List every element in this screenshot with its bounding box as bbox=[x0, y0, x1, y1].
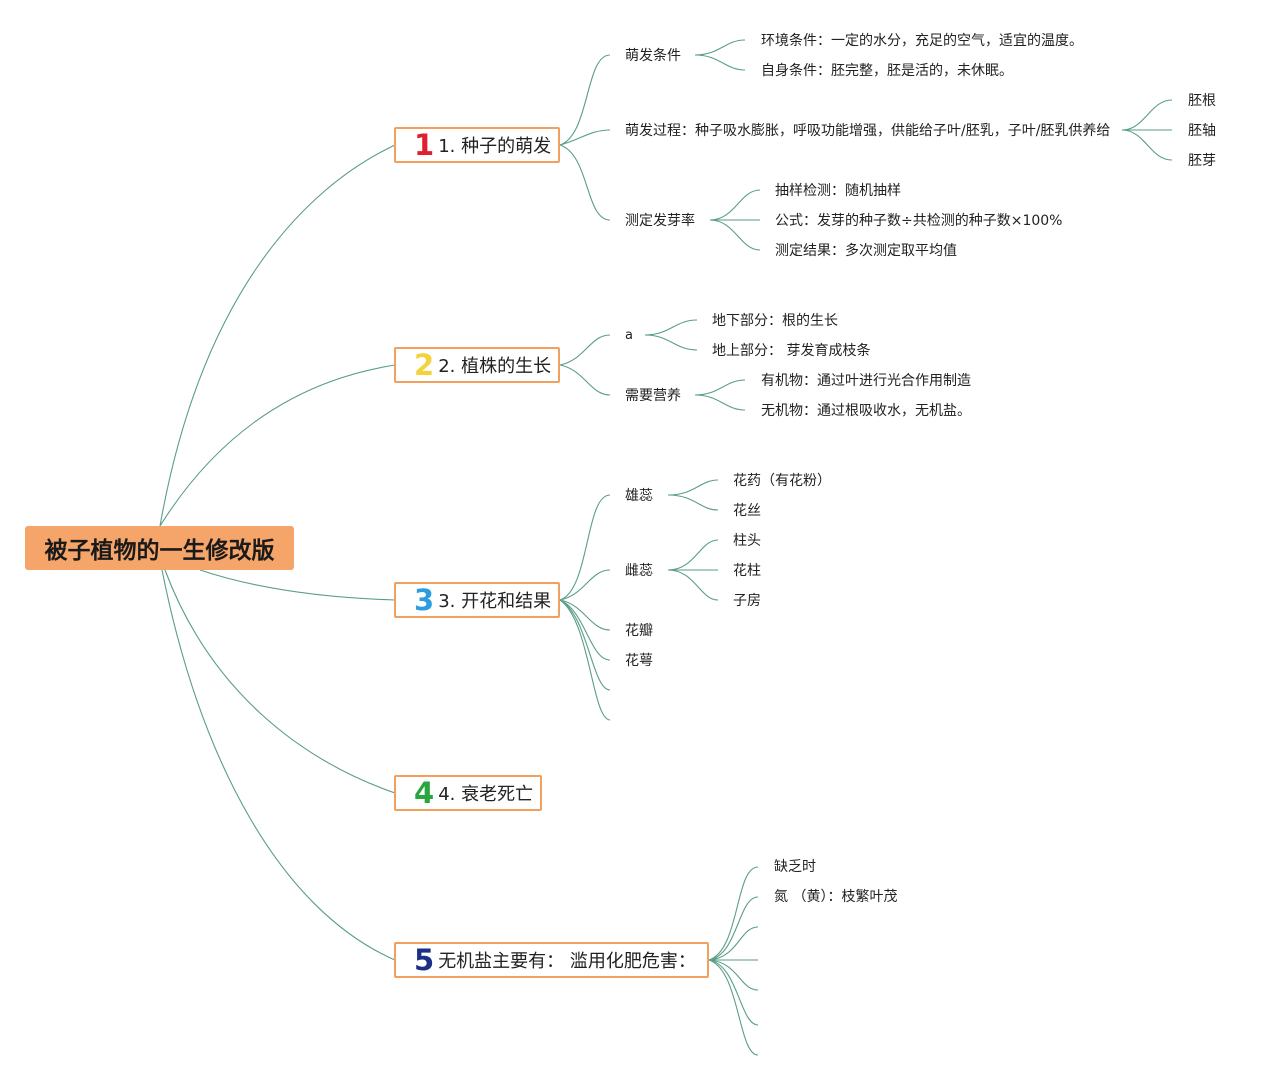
number-4-icon: 4 bbox=[414, 775, 435, 810]
subtopic-germination-conditions[interactable]: 萌发条件 bbox=[625, 48, 681, 64]
subtopic-stamen[interactable]: 雄蕊 bbox=[625, 488, 653, 504]
leaf-stigma[interactable]: 柱头 bbox=[733, 533, 761, 549]
link-root-b3 bbox=[199, 569, 396, 601]
subtopic-sepal[interactable]: 花萼 bbox=[625, 653, 653, 669]
leaf-plumule[interactable]: 胚芽 bbox=[1188, 153, 1216, 169]
leaf-underground[interactable]: 地下部分：根的生长 bbox=[712, 313, 838, 329]
subtopic-nitrogen[interactable]: 氮 （黄）：枝繁叶茂 bbox=[774, 889, 898, 905]
leaf-organic[interactable]: 有机物：通过叶进行光合作用制造 bbox=[761, 373, 971, 389]
branch-5-topic[interactable]: 5 无机盐主要有： 滥用化肥危害： bbox=[394, 942, 709, 978]
branch-2-topic[interactable]: 2 2. 植株的生长 bbox=[394, 347, 560, 383]
leaf-radicle[interactable]: 胚根 bbox=[1188, 93, 1216, 109]
branch-1-label: 1. 种子的萌发 bbox=[438, 136, 552, 157]
leaf-environment-conditions[interactable]: 环境条件：一定的水分，充足的空气，适宜的温度。 bbox=[761, 33, 1083, 49]
leaf-result[interactable]: 测定结果：多次测定取平均值 bbox=[775, 243, 957, 259]
branch-2-label: 2. 植株的生长 bbox=[438, 356, 552, 377]
subtopic-germination-process[interactable]: 萌发过程：种子吸水膨胀，呼吸功能增强，供能给子叶/胚乳，子叶/胚乳供养给 bbox=[625, 123, 1111, 139]
subtopic-a[interactable]: a bbox=[625, 328, 633, 343]
leaf-self-conditions[interactable]: 自身条件：胚完整，胚是活的，未休眠。 bbox=[761, 63, 1013, 79]
subtopic-nutrients[interactable]: 需要营养 bbox=[625, 388, 681, 404]
number-5-icon: 5 bbox=[414, 942, 435, 977]
link-root-b5 bbox=[161, 569, 396, 961]
subtopic-pistil[interactable]: 雌蕊 bbox=[625, 563, 653, 579]
root-topic-label: 被子植物的一生修改版 bbox=[44, 538, 275, 564]
link-root-b2 bbox=[159, 364, 396, 527]
subtopic-germination-rate[interactable]: 测定发芽率 bbox=[625, 213, 695, 229]
leaf-formula[interactable]: 公式：发芽的种子数÷共检测的种子数×100% bbox=[775, 213, 1063, 229]
leaf-style[interactable]: 花柱 bbox=[733, 563, 761, 579]
leaf-ovary[interactable]: 子房 bbox=[733, 593, 761, 609]
root-topic[interactable]: 被子植物的一生修改版 bbox=[25, 526, 294, 570]
branch-4-topic[interactable]: 4 4. 衰老死亡 bbox=[394, 775, 542, 811]
link-root-b4 bbox=[164, 569, 396, 794]
subtopic-petal[interactable]: 花瓣 bbox=[625, 623, 653, 639]
branch-3-topic[interactable]: 3 3. 开花和结果 bbox=[394, 582, 560, 618]
branch-1-topic[interactable]: 1 1. 种子的萌发 bbox=[394, 127, 560, 163]
number-3-icon: 3 bbox=[414, 582, 435, 617]
branch-4-label: 4. 衰老死亡 bbox=[438, 784, 534, 805]
leaf-hypocotyl[interactable]: 胚轴 bbox=[1188, 123, 1216, 139]
branch-3-label: 3. 开花和结果 bbox=[438, 591, 552, 612]
number-1-icon: 1 bbox=[414, 127, 435, 162]
subtopic-deficiency[interactable]: 缺乏时 bbox=[774, 859, 816, 875]
branch-5-label: 无机盐主要有： 滥用化肥危害： bbox=[438, 951, 696, 972]
leaf-filament[interactable]: 花丝 bbox=[733, 503, 761, 519]
leaf-aboveground[interactable]: 地上部分： 芽发育成枝条 bbox=[712, 343, 871, 359]
link-root-b1 bbox=[159, 144, 396, 527]
leaf-sampling[interactable]: 抽样检测：随机抽样 bbox=[775, 183, 901, 199]
leaf-inorganic[interactable]: 无机物：通过根吸收水，无机盐。 bbox=[761, 403, 971, 419]
number-2-icon: 2 bbox=[414, 347, 435, 382]
leaf-anther[interactable]: 花药（有花粉） bbox=[733, 473, 831, 489]
